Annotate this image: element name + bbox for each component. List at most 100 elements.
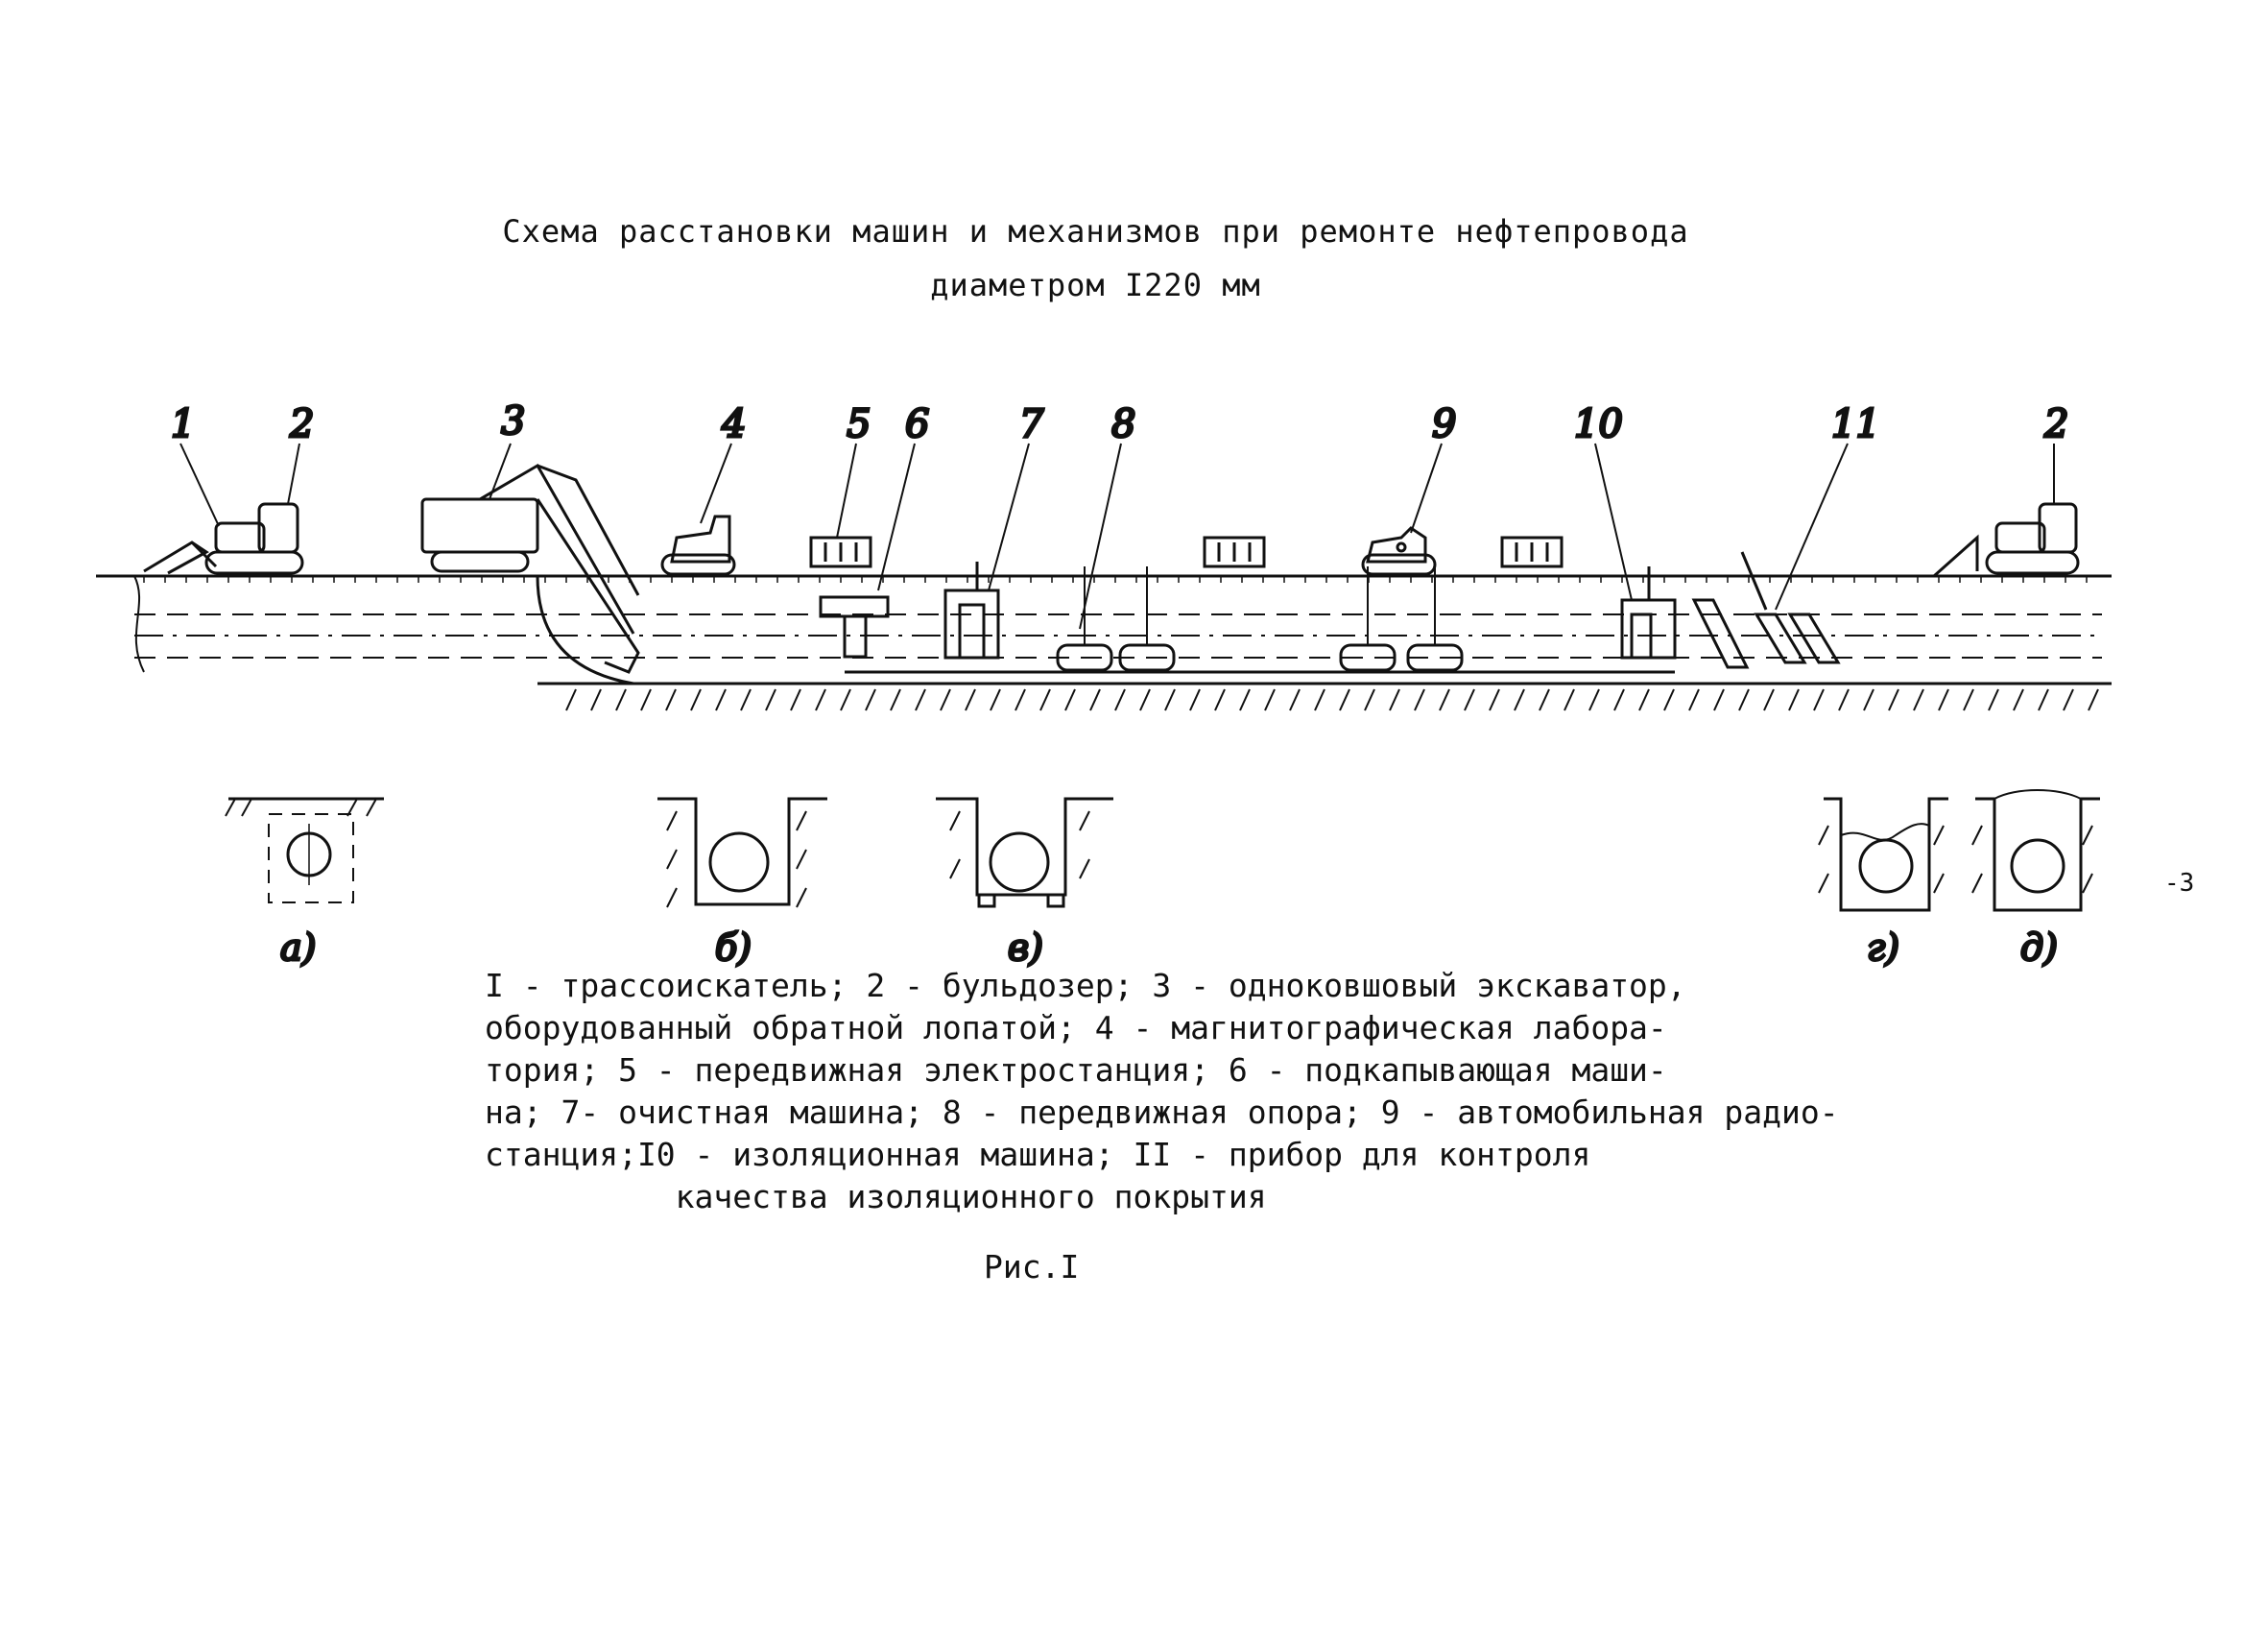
excavator: [420, 463, 640, 674]
coating-inspection-device: [1691, 551, 1841, 669]
hatch-mark: [1638, 688, 1650, 711]
section-label-d: д): [2020, 926, 2058, 969]
legend: I - трассоискатель; 2 - бульдозер; 3 - о…: [485, 965, 1924, 1218]
hatch-mark: [1588, 688, 1600, 711]
hatch-mark: [765, 688, 776, 711]
power-station: [809, 536, 1564, 568]
hatch-mark: [1663, 688, 1675, 711]
hatch-mark: [1763, 688, 1775, 711]
movable-supports: [1056, 566, 1464, 672]
bulldozer-right: [1933, 502, 2080, 578]
hatch-mark: [1239, 688, 1251, 711]
hatch-mark: [840, 688, 851, 711]
hatch-mark: [1289, 688, 1301, 711]
hatch-mark: [1114, 688, 1126, 711]
hatch-mark: [2088, 688, 2099, 711]
hatch-mark: [1139, 688, 1151, 711]
hatch-mark: [590, 688, 602, 711]
hatch-mark: [715, 688, 727, 711]
hatch-mark: [1039, 688, 1051, 711]
radio-station: [1361, 526, 1437, 576]
trench-cut: [536, 575, 634, 685]
hatch-mark: [665, 688, 677, 711]
hatch-mark: [890, 688, 901, 711]
hatch-mark: [865, 688, 876, 711]
section-label-b: б): [715, 926, 752, 969]
hatch-mark: [1838, 688, 1850, 711]
diagram-title-line2: диаметром I220 мм: [930, 267, 1261, 303]
hatch-mark: [2038, 688, 2049, 711]
hatch-mark: [1414, 688, 1425, 711]
cross-section-a: [225, 797, 384, 903]
hatch-mark: [1688, 688, 1700, 711]
hatch-mark: [1913, 688, 1924, 711]
hatch-mark: [790, 688, 801, 711]
hatch-mark: [1189, 688, 1201, 711]
callout-3: 3: [501, 399, 525, 444]
callout-7: 7: [1019, 402, 1044, 446]
hatch-mark: [565, 688, 577, 711]
hatch-mark: [1938, 688, 1949, 711]
figure-label: Рис.I: [984, 1248, 1080, 1286]
hatch-mark: [640, 688, 652, 711]
ground-hatching: [143, 576, 2099, 711]
callout-1: 1: [171, 402, 195, 446]
legend-line: тория; 5 - передвижная электростанция; 6…: [485, 1051, 1667, 1089]
callout-6: 6: [905, 402, 929, 446]
callout-9: 9: [1432, 402, 1456, 446]
undermining-machine: [819, 595, 1675, 674]
legend-line: на; 7- очистная машина; 8 - передвижная …: [485, 1093, 1839, 1131]
insulation-machine: [1620, 566, 1677, 660]
hatch-mark: [1339, 688, 1350, 711]
hatch-mark: [1264, 688, 1276, 711]
section-label-a: а): [280, 926, 316, 969]
cross-section-g: [1818, 797, 1948, 912]
hatch-mark: [965, 688, 976, 711]
callout-5: 5: [847, 402, 871, 446]
hatch-mark: [615, 688, 627, 711]
hatch-mark: [1613, 688, 1625, 711]
callout-2-right: 2: [2043, 402, 2068, 446]
hatch-mark: [2013, 688, 2024, 711]
section-label-g: г): [1867, 926, 1899, 969]
left-break-mark: [133, 575, 145, 673]
section-label-v: в): [1008, 926, 1043, 969]
legend-line: качества изоляционного покрытия: [485, 1178, 1267, 1215]
callout-11: 11: [1831, 402, 1880, 446]
hatch-mark: [1314, 688, 1325, 711]
hatch-mark: [1564, 688, 1575, 711]
hatch-mark: [1015, 688, 1026, 711]
hatch-mark: [1214, 688, 1226, 711]
hatch-mark: [1888, 688, 1899, 711]
callout-leaders: [179, 443, 2055, 630]
hatch-mark: [1813, 688, 1825, 711]
callout-8: 8: [1111, 402, 1135, 446]
hatch-mark: [1364, 688, 1375, 711]
callout-4: 4: [721, 402, 746, 446]
page-mark: -3: [2164, 869, 2195, 898]
hatch-mark: [1988, 688, 1999, 711]
hatch-mark: [2063, 688, 2074, 711]
hatch-mark: [1788, 688, 1800, 711]
hatch-mark: [1863, 688, 1874, 711]
hatch-mark: [690, 688, 702, 711]
hatch-mark: [740, 688, 752, 711]
diagram-title-line1: Схема расстановки машин и механизмов при…: [502, 213, 1689, 250]
cross-section-d: [1971, 789, 2100, 912]
hatch-mark: [1539, 688, 1550, 711]
hatch-mark: [1164, 688, 1176, 711]
hatch-mark: [1963, 688, 1974, 711]
legend-line: оборудованный обратной лопатой; 4 - магн…: [485, 1009, 1667, 1046]
hatch-mark: [815, 688, 826, 711]
hatch-mark: [1713, 688, 1725, 711]
legend-line: станция;I0 - изоляционная машина; II - п…: [485, 1136, 1591, 1173]
cross-section-b: [657, 797, 827, 908]
hatch-mark: [1464, 688, 1475, 711]
hatch-mark: [1738, 688, 1750, 711]
hatch-mark: [1389, 688, 1400, 711]
legend-line: I - трассоискатель; 2 - бульдозер; 3 - о…: [485, 967, 1686, 1004]
hatch-mark: [1514, 688, 1525, 711]
hatch-mark: [1439, 688, 1450, 711]
hatch-mark: [990, 688, 1001, 711]
